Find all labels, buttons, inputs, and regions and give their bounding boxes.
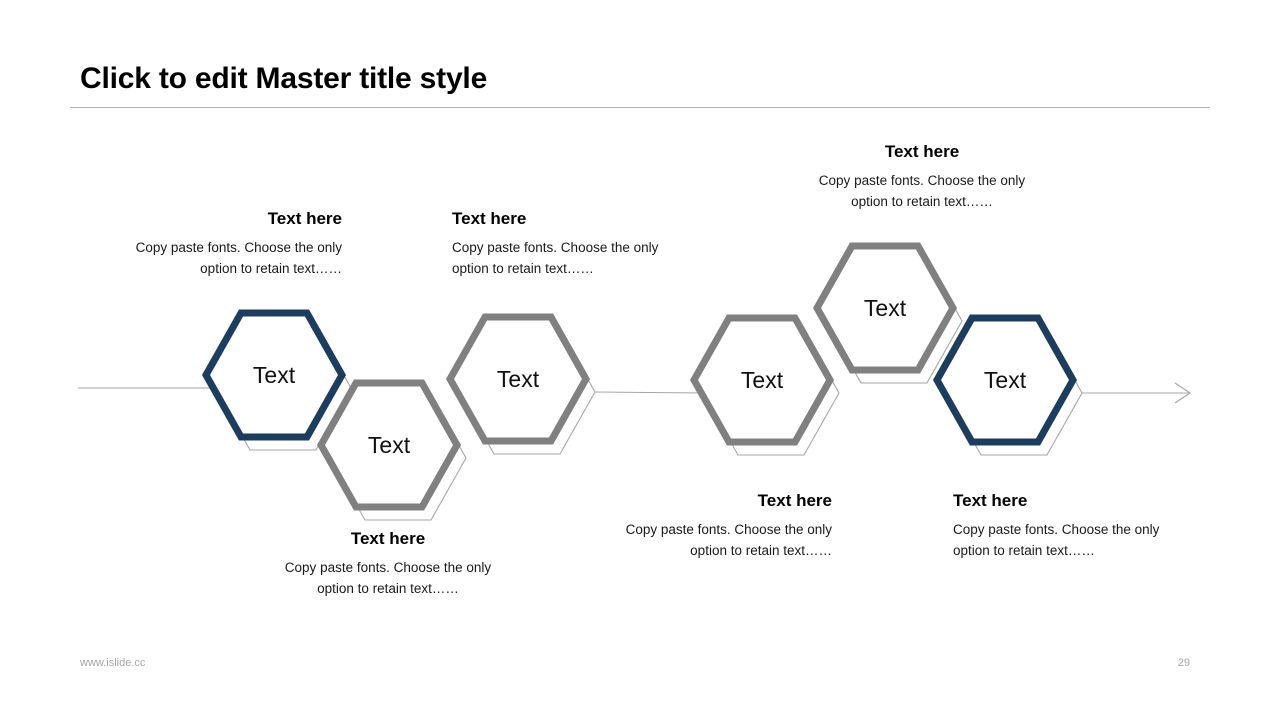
callout-1-body: Copy paste fonts. Choose the only option…: [135, 240, 342, 277]
callout-2-body: Copy paste fonts. Choose the only option…: [452, 240, 659, 277]
callout-2-heading: Text here: [452, 209, 527, 228]
flow-line-bridge-3: [594, 391, 704, 394]
callout-4-body: Copy paste fonts. Choose the only option…: [284, 560, 492, 597]
hexagon-shape-layer: [201, 242, 1078, 511]
callout-1-heading: Text here: [267, 209, 342, 228]
callout-6-body: Copy paste fonts. Choose the only option…: [953, 522, 1160, 559]
page-title[interactable]: Click to edit Master title style: [80, 62, 488, 95]
hexagon-node-3-label: Text: [497, 366, 540, 392]
callout-3-body: Copy paste fonts. Choose the only option…: [818, 173, 1026, 210]
hexagon-node-4-label: Text: [741, 367, 784, 393]
callout-3: Text here Copy paste fonts. Choose the o…: [806, 141, 1038, 213]
hexagon-node-5-label: Text: [864, 295, 907, 321]
hexagon-node-5[interactable]: [812, 242, 958, 374]
hexagon-node-2[interactable]: [316, 379, 462, 511]
page-number: 29: [1177, 657, 1190, 669]
callout-4: Text here Copy paste fonts. Choose the o…: [272, 528, 504, 600]
footer-website-url[interactable]: www.islide.cc: [80, 657, 146, 669]
callout-1: Text here Copy paste fonts. Choose the o…: [110, 208, 342, 280]
callout-3-heading: Text here: [884, 142, 960, 161]
flow-line-layer: [78, 382, 1191, 404]
callout-5-heading: Text here: [757, 491, 832, 510]
callout-5-body: Copy paste fonts. Choose the only option…: [625, 522, 832, 559]
hexagon-node-2-label: Text: [368, 432, 411, 458]
hexagon-node-1[interactable]: [201, 309, 347, 441]
callout-2: Text here Copy paste fonts. Choose the o…: [452, 208, 684, 280]
callout-5: Text here Copy paste fonts. Choose the o…: [600, 490, 832, 562]
hexagon-node-6[interactable]: [932, 314, 1078, 446]
callout-6: Text here Copy paste fonts. Choose the o…: [953, 490, 1185, 562]
hexagon-node-4[interactable]: [689, 314, 835, 446]
flow-arrow-head: [1174, 382, 1191, 404]
callout-6-heading: Text here: [953, 491, 1028, 510]
callout-4-heading: Text here: [350, 529, 426, 548]
hexagon-node-6-label: Text: [984, 367, 1027, 393]
hexagon-node-3[interactable]: [445, 313, 591, 445]
title-divider: [70, 107, 1210, 108]
hexagon-node-1-label: Text: [253, 362, 296, 388]
